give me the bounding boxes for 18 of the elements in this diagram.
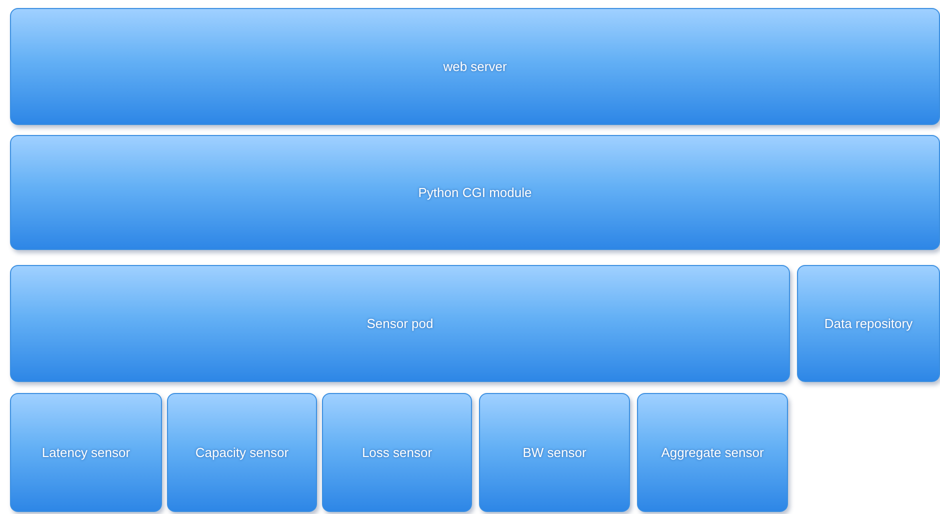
layer-box — [479, 393, 630, 512]
layer-box — [10, 8, 940, 125]
layer-label: web server — [443, 59, 507, 74]
layer-box — [10, 135, 940, 250]
layer-label: Sensor pod — [366, 316, 434, 331]
layer-box — [167, 393, 317, 512]
layer-label: Capacity sensor — [195, 445, 289, 460]
layer-label: Loss sensor — [362, 445, 432, 460]
layer-box — [322, 393, 472, 512]
layer-label: Latency sensor — [42, 445, 130, 460]
layer-label: BW sensor — [522, 445, 586, 460]
layer-box — [797, 265, 940, 382]
layer-box — [10, 393, 162, 512]
layer-label: Aggregate sensor — [661, 445, 764, 460]
layer-box — [10, 265, 790, 382]
layer-label: Data repository — [824, 316, 913, 331]
layer-box — [637, 393, 788, 512]
layer-label: Python CGI module — [418, 185, 532, 200]
